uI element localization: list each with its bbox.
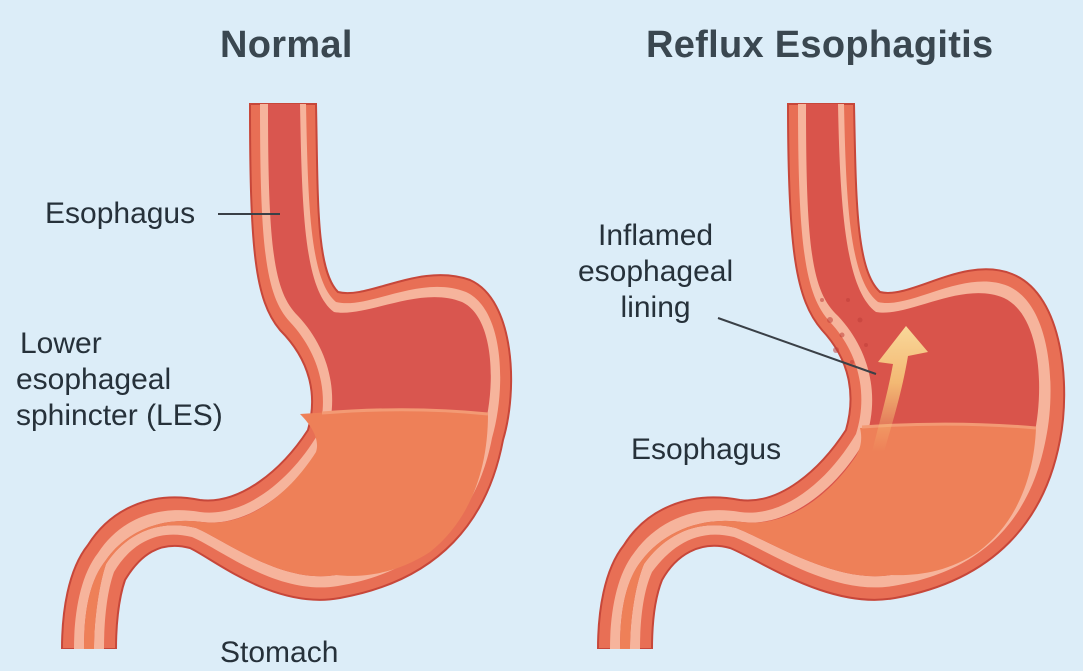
stomach-label: Stomach: [220, 636, 339, 669]
inflamed-label-line-3: lining: [620, 291, 691, 324]
inflamed-label-line-1: Inflamed: [598, 219, 714, 252]
normal-stomach-contents: [84, 410, 488, 649]
normal-stomach: [60, 103, 513, 650]
stomach-illustration: [60, 103, 1066, 650]
normal-contents-line: [321, 408, 489, 416]
normal-esophagus-label: Esophagus: [45, 197, 196, 230]
inflamed-leader-line: [717, 317, 877, 375]
diagram-canvas: Normal Reflux Esophagitis Esophagus Lowe…: [16, 24, 1066, 669]
normal-title: Normal: [220, 24, 353, 66]
inflamed-label: Inflamed esophageal lining: [578, 218, 733, 326]
inflamed-label-line-2: esophageal: [578, 255, 734, 288]
reflux-stomach: [596, 103, 1066, 650]
inflamed-texture: [820, 298, 868, 364]
reflux-title: Reflux Esophagitis: [646, 24, 994, 66]
les-label-line-3: sphincter (LES): [16, 399, 223, 432]
reflux-esophagus-label: Esophagus: [631, 433, 782, 466]
reflux-stomach-contents: [620, 425, 1036, 649]
les-label-line-2: esophageal: [16, 363, 172, 396]
les-label: Lower esophageal sphincter (LES): [16, 326, 223, 434]
reflux-arrow: [872, 326, 928, 452]
les-label-line-1: Lower: [20, 327, 102, 360]
